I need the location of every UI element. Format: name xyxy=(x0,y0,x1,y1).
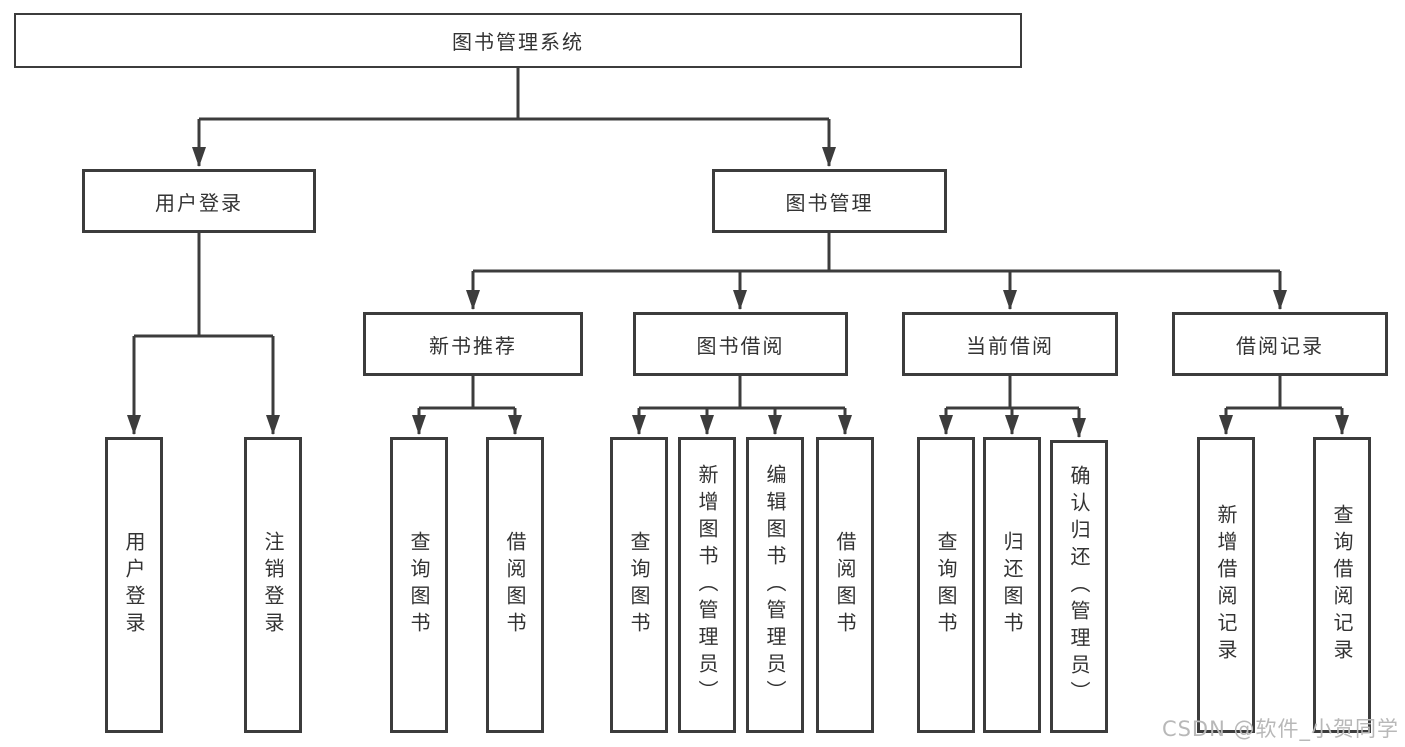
leaf-add-borrow-record: 新增借阅记录 xyxy=(1197,437,1255,733)
leaf-add-books-admin: 新增图书（管理员） xyxy=(678,437,736,733)
leaf-query-books-current: 查询图书 xyxy=(917,437,975,733)
leaf-query-borrow-record: 查询借阅记录 xyxy=(1313,437,1371,733)
node-new-book-recommend: 新书推荐 xyxy=(363,312,583,376)
leaf-label: 编辑图书（管理员） xyxy=(763,463,787,707)
node-book-borrowing: 图书借阅 xyxy=(633,312,848,376)
leaf-borrow-books: 借阅图书 xyxy=(816,437,874,733)
node-library-management-system: 图书管理系统 xyxy=(14,13,1022,68)
node-label: 用户登录 xyxy=(155,190,243,215)
leaf-query-books-recommend: 查询图书 xyxy=(390,437,448,733)
node-label: 借阅记录 xyxy=(1236,333,1324,358)
leaf-logout: 注销登录 xyxy=(244,437,302,733)
csdn-watermark: CSDN @软件_小贺同学 xyxy=(1161,717,1399,741)
leaf-label: 新增借阅记录 xyxy=(1214,504,1238,666)
node-label: 当前借阅 xyxy=(966,333,1054,358)
leaf-confirm-return-admin: 确认归还（管理员） xyxy=(1050,440,1108,733)
node-label: 新书推荐 xyxy=(429,333,517,358)
node-book-management: 图书管理 xyxy=(712,169,947,233)
node-current-borrowing: 当前借阅 xyxy=(902,312,1118,376)
leaf-label: 用户登录 xyxy=(122,531,146,639)
node-label: 图书管理 xyxy=(785,190,874,215)
leaf-label: 新增图书（管理员） xyxy=(695,463,719,707)
node-borrowing-records: 借阅记录 xyxy=(1172,312,1388,376)
leaf-return-books: 归还图书 xyxy=(983,437,1041,733)
leaf-label: 确认归还（管理员） xyxy=(1067,465,1091,708)
leaf-label: 查询图书 xyxy=(934,531,958,639)
leaf-user-login: 用户登录 xyxy=(105,437,163,733)
leaf-label: 借阅图书 xyxy=(833,531,857,639)
leaf-label: 查询图书 xyxy=(627,531,651,639)
leaf-borrow-books-recommend: 借阅图书 xyxy=(486,437,544,733)
node-user-login: 用户登录 xyxy=(82,169,316,233)
leaf-label: 归还图书 xyxy=(1000,531,1024,639)
node-label: 图书管理系统 xyxy=(452,30,584,54)
leaf-label: 注销登录 xyxy=(261,531,285,639)
leaf-edit-books-admin: 编辑图书（管理员） xyxy=(746,437,804,733)
leaf-query-books-borrowing: 查询图书 xyxy=(610,437,668,733)
leaf-label: 借阅图书 xyxy=(503,531,527,639)
node-label: 图书借阅 xyxy=(696,333,785,358)
leaf-label: 查询借阅记录 xyxy=(1330,504,1354,666)
leaf-label: 查询图书 xyxy=(407,531,431,639)
